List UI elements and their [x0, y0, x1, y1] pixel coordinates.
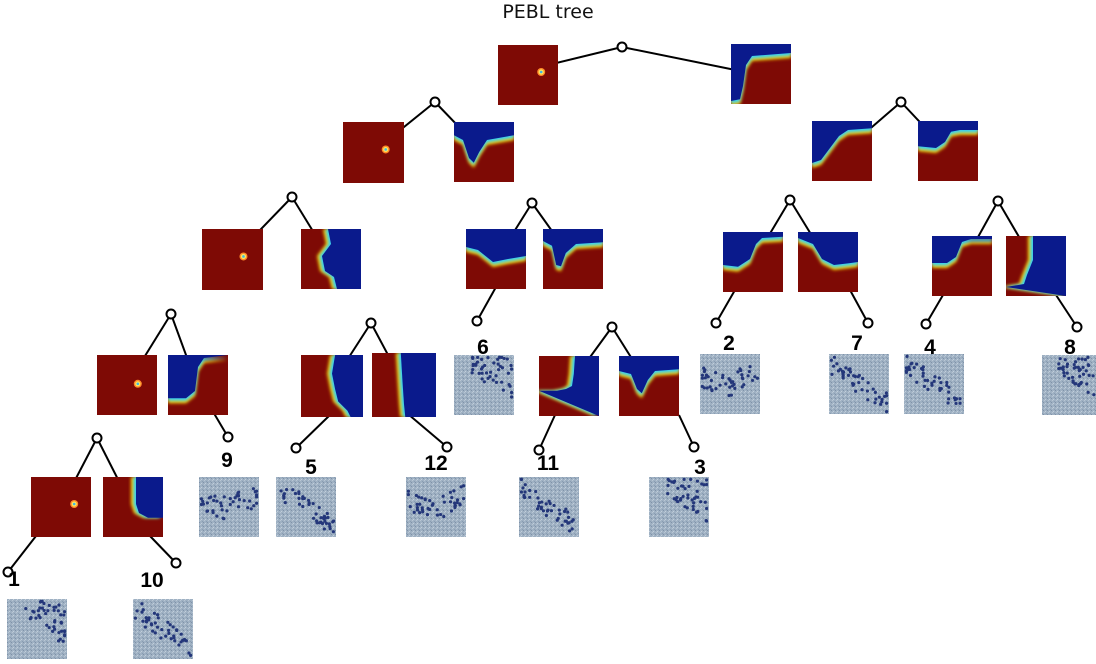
leaf-label-7: 7	[851, 332, 863, 355]
leaf-label-3: 3	[694, 456, 706, 479]
tree-node	[992, 195, 1004, 207]
tree-edge	[295, 413, 332, 449]
panel-c-left	[97, 355, 157, 415]
tree-node	[616, 41, 628, 53]
sample-7	[829, 354, 889, 414]
panel-a2-left	[466, 229, 526, 289]
tree-node	[920, 318, 932, 330]
leaf-label-6: 6	[477, 336, 489, 359]
panel-b1-right	[798, 232, 858, 292]
panel-a-left	[343, 122, 404, 183]
panel-a1-left	[202, 229, 263, 290]
sample-4	[904, 354, 964, 414]
sample-5	[276, 477, 336, 537]
panel-b2-left	[932, 236, 992, 296]
sample-9	[199, 477, 259, 537]
panel-b-left	[812, 121, 872, 181]
panel-e-right	[619, 356, 679, 416]
leaf-label-9: 9	[221, 449, 233, 472]
panel-a-right	[454, 122, 514, 182]
tree-edge	[538, 414, 556, 451]
tree-node	[165, 308, 177, 320]
leaf-label-1: 1	[8, 568, 20, 591]
tree-edge	[678, 414, 695, 448]
tree-node	[2, 566, 14, 578]
panel-a1-right	[301, 229, 361, 289]
panel-b1-left	[723, 232, 783, 292]
sample-11	[519, 477, 579, 537]
panel-d-left	[301, 355, 363, 417]
tree-node	[784, 194, 796, 206]
tree-edge	[407, 413, 448, 448]
leaf-label-4: 4	[924, 336, 936, 359]
sample-1	[7, 599, 67, 659]
panel-f-right	[103, 477, 163, 537]
sample-panels	[7, 354, 1096, 659]
sample-8	[1042, 355, 1096, 415]
panel-a2-right	[543, 229, 603, 289]
tree-node	[606, 321, 618, 333]
tree-edge	[1055, 294, 1078, 328]
field-panels	[31, 44, 1066, 537]
tree-node	[895, 96, 907, 108]
sample-10	[133, 599, 193, 659]
leaf-label-11: 11	[537, 452, 560, 475]
tree-node	[441, 441, 453, 453]
leaf-label-2: 2	[723, 332, 735, 355]
tree-node	[688, 441, 700, 453]
tree-edge	[149, 535, 177, 564]
tree-node	[286, 191, 298, 203]
tree-edge	[925, 294, 944, 325]
panel-f-left	[31, 477, 91, 537]
tree-node	[471, 315, 483, 327]
leaf-label-12: 12	[424, 452, 447, 475]
tree-title: PEBL tree	[502, 1, 594, 23]
leaf-label-5: 5	[305, 456, 317, 479]
tree-edge	[849, 289, 869, 324]
tree-node	[710, 317, 722, 329]
tree-node	[365, 317, 377, 329]
tree-node	[91, 432, 103, 444]
tree-edge	[476, 286, 497, 322]
sample-2	[700, 354, 760, 414]
tree-nodes	[2, 41, 1083, 578]
sample-12	[406, 477, 466, 537]
tree-node	[526, 197, 538, 209]
panel-root-right	[731, 44, 791, 104]
sample-6	[454, 355, 514, 415]
tree-edge	[7, 535, 37, 573]
leaf-label-10: 10	[140, 569, 163, 592]
sample-3	[649, 477, 709, 537]
panel-c-right	[168, 355, 228, 415]
panel-b-right	[918, 121, 978, 181]
tree-node	[1071, 321, 1083, 333]
panel-e-left	[539, 356, 599, 416]
tree-node	[170, 557, 182, 569]
tree-node	[429, 96, 441, 108]
tree-edge	[715, 289, 736, 324]
tree-node	[862, 317, 874, 329]
panel-d-right	[372, 353, 436, 417]
panel-root-left	[498, 45, 558, 105]
tree-node	[222, 431, 234, 443]
leaf-label-8: 8	[1064, 336, 1076, 359]
tree-node	[290, 442, 302, 454]
tree-node	[533, 444, 545, 456]
panel-b2-right	[1006, 236, 1066, 296]
